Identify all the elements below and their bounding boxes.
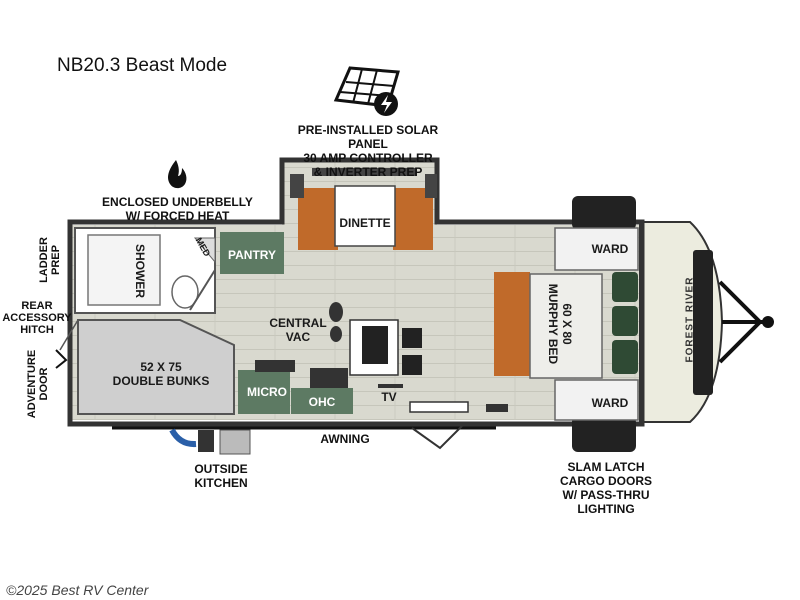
front-chair-3	[612, 340, 638, 374]
murphy-couch	[494, 272, 530, 376]
brand-logo: FOREST RIVER	[684, 276, 696, 363]
page-title: NB20.3 Beast Mode	[57, 55, 228, 76]
cargo-door-top	[572, 196, 636, 230]
micro-label: MICRO	[247, 385, 287, 399]
cargo-door-bottom	[572, 416, 636, 452]
cargo-callout: SLAM LATCH CARGO DOORS W/ PASS-THRU LIGH…	[559, 460, 652, 516]
ward-bottom-label: WARD	[591, 396, 629, 410]
underbelly-callout: ENCLOSED UNDERBELLY W/ FORCED HEAT	[102, 195, 253, 223]
door-arrow-icon	[55, 349, 68, 369]
outside-kitchen-unit	[198, 430, 214, 452]
watermark: ©2025 Best RV Center	[6, 582, 149, 598]
dinette-bench-right	[393, 188, 433, 250]
bath-door-swing	[189, 269, 216, 311]
murphy-bed	[529, 273, 603, 379]
dinette-window	[312, 168, 417, 176]
dinette-table	[334, 185, 396, 247]
shower-label: SHOWER	[133, 244, 147, 298]
front-chair-1	[612, 272, 638, 302]
med-cabinet	[193, 237, 216, 264]
hitch-coupler	[762, 316, 774, 328]
ward-top-label: WARD	[591, 242, 629, 256]
stool-1	[402, 328, 422, 348]
central-vac-icon	[329, 302, 343, 322]
solar-panel-icon	[333, 66, 400, 116]
flame-icon	[168, 160, 187, 189]
entry-step	[486, 404, 508, 412]
exterior-wall	[67, 157, 645, 427]
central-vac-label: CENTRAL VAC	[269, 316, 327, 344]
central-vac-icon-b	[330, 326, 342, 342]
dinette-label: DINETTE	[339, 216, 391, 230]
pantry-label: PANTRY	[228, 248, 276, 262]
pantry-cabinet	[220, 232, 284, 274]
hitch-callout: REAR ACCESSORY HITCH	[2, 300, 72, 336]
kitchen-sink	[362, 326, 388, 364]
wardrobe-top	[554, 227, 639, 271]
bunks-label: 52 X 75 DOUBLE BUNKS	[112, 360, 210, 388]
shower-stall	[87, 234, 161, 306]
outside-kitchen-hose	[169, 428, 197, 448]
ladder-callout: LADDER PREP	[38, 237, 62, 283]
solar-callout: PRE-INSTALLED SOLAR PANEL 30 AMP CONTROL…	[297, 123, 439, 179]
murphy-bed-label: 60 X 80 MURPHY BED	[546, 283, 574, 365]
dinette-bench-left	[298, 188, 338, 250]
entry-window	[409, 401, 469, 413]
ohc-cabinet	[291, 388, 353, 414]
dinette-seatback-right	[425, 174, 437, 198]
hitch-a-frame	[718, 280, 763, 364]
toilet	[171, 275, 199, 309]
adventure-door-callout: ADVENTURE DOOR	[26, 349, 50, 419]
awning-callout: AWNING	[320, 432, 370, 446]
stool-2	[402, 355, 422, 375]
double-bunks	[77, 319, 235, 415]
front-chair-2	[612, 306, 638, 336]
tv-mount	[378, 384, 403, 388]
adventure-door-swing	[59, 319, 79, 351]
cooktop	[255, 360, 295, 372]
micro-cabinet	[238, 370, 290, 414]
ohc-label: OHC	[308, 395, 336, 409]
dinette-seatback-left	[290, 174, 304, 198]
wardrobe-bottom	[554, 379, 639, 421]
tv-label: TV	[381, 390, 397, 404]
awning-arm	[411, 425, 463, 450]
outside-kitchen-grill	[219, 429, 251, 455]
front-window	[693, 250, 713, 395]
oven	[310, 368, 348, 388]
outside-kitchen-callout: OUTSIDE KITCHEN	[194, 462, 248, 490]
